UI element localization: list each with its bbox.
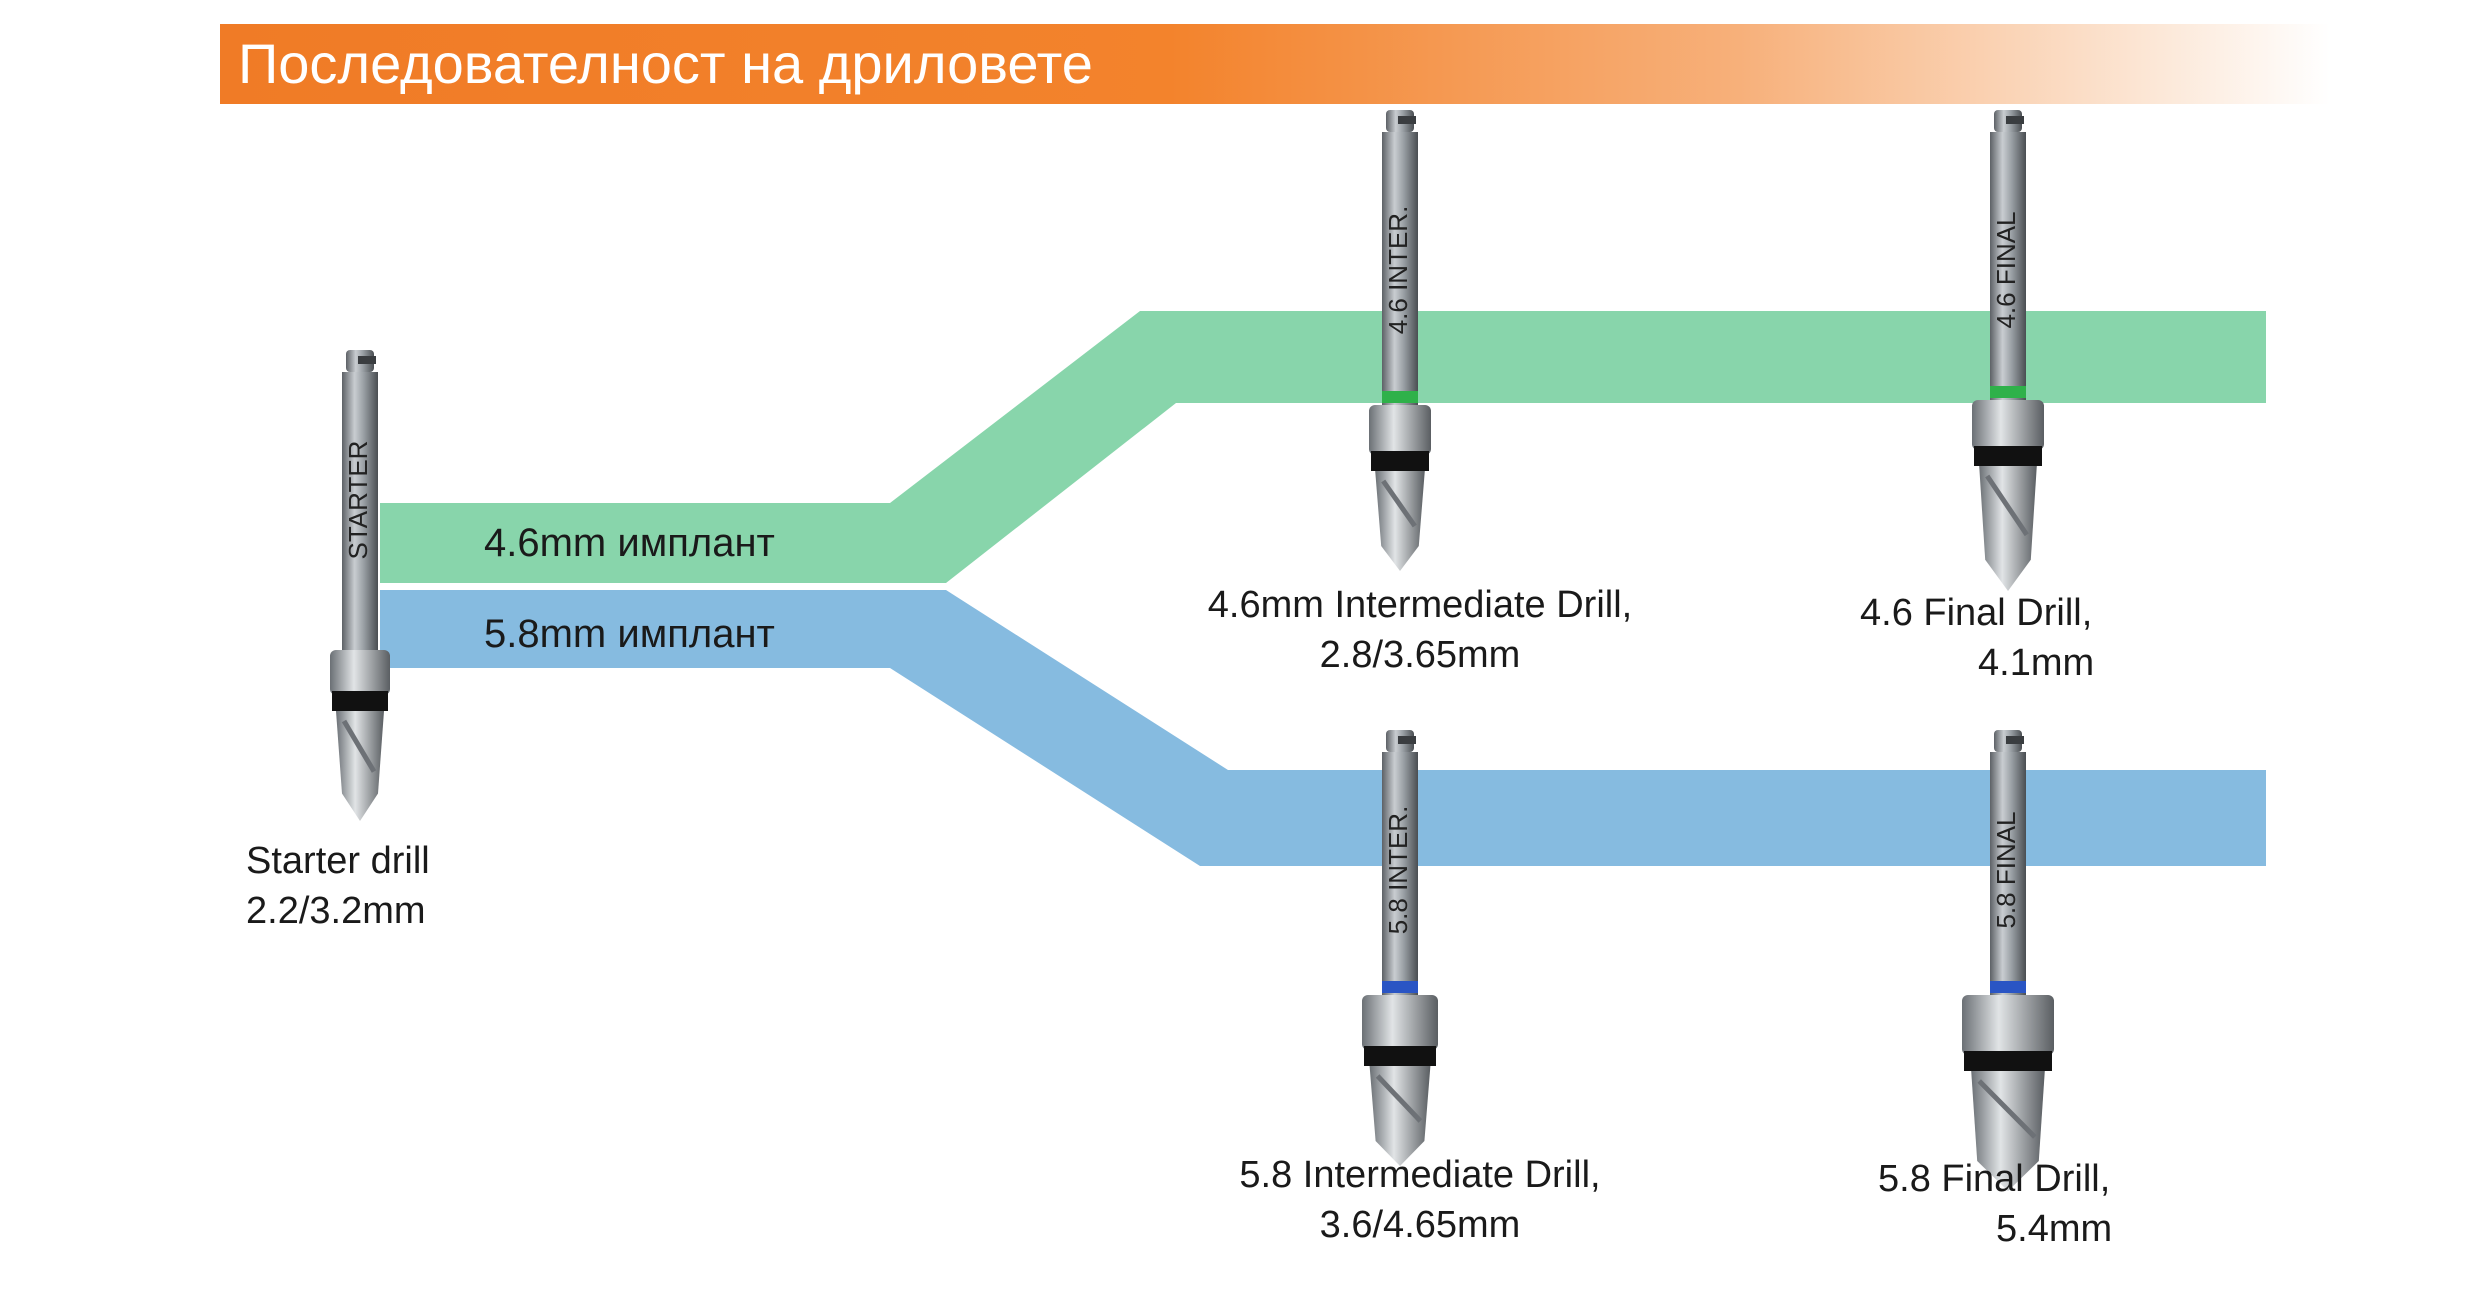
- starter-drill-name: Starter drill: [246, 840, 430, 882]
- starter-drill-illustration: STARTER: [330, 350, 390, 821]
- page-title: Последователност на дриловете: [238, 32, 1093, 95]
- inter58-drill-name: 5.8 Intermediate Drill,: [1239, 1154, 1601, 1196]
- inter46-drill-illustration: 4.6 INTER.: [1369, 110, 1431, 571]
- inter58-drill-illustration: 5.8 INTER.: [1362, 730, 1438, 1166]
- final46-drill-illustration: 4.6 FINAL: [1972, 110, 2044, 591]
- green-path-label: 4.6mm имплант: [484, 521, 775, 565]
- blue-path-band: [380, 590, 2266, 866]
- inter58-engraving: 5.8 INTER.: [1383, 806, 1413, 935]
- final58-drill-size: 5.4mm: [1996, 1208, 2113, 1250]
- inter46-drill-name: 4.6mm Intermediate Drill,: [1207, 584, 1633, 626]
- final46-drill-name: 4.6 Final Drill,: [1860, 592, 2093, 634]
- final58-engraving: 5.8 FINAL: [1991, 811, 2021, 928]
- inter58-drill-size: 3.6/4.65mm: [1319, 1204, 1521, 1246]
- green-path-band: [380, 311, 2266, 583]
- inter46-drill-size: 2.8/3.65mm: [1319, 634, 1521, 676]
- inter46-engraving: 4.6 INTER.: [1383, 206, 1413, 335]
- blue-path-label: 5.8mm имплант: [484, 612, 775, 656]
- final46-drill-size: 4.1mm: [1978, 642, 2095, 684]
- starter-engraving: STARTER: [343, 441, 373, 560]
- final58-drill-name: 5.8 Final Drill,: [1878, 1158, 2111, 1200]
- final58-drill-illustration: 5.8 FINAL: [1962, 730, 2054, 1191]
- final46-engraving: 4.6 FINAL: [1991, 211, 2021, 328]
- header-bar: [220, 24, 2330, 104]
- starter-drill-size: 2.2/3.2mm: [246, 890, 426, 932]
